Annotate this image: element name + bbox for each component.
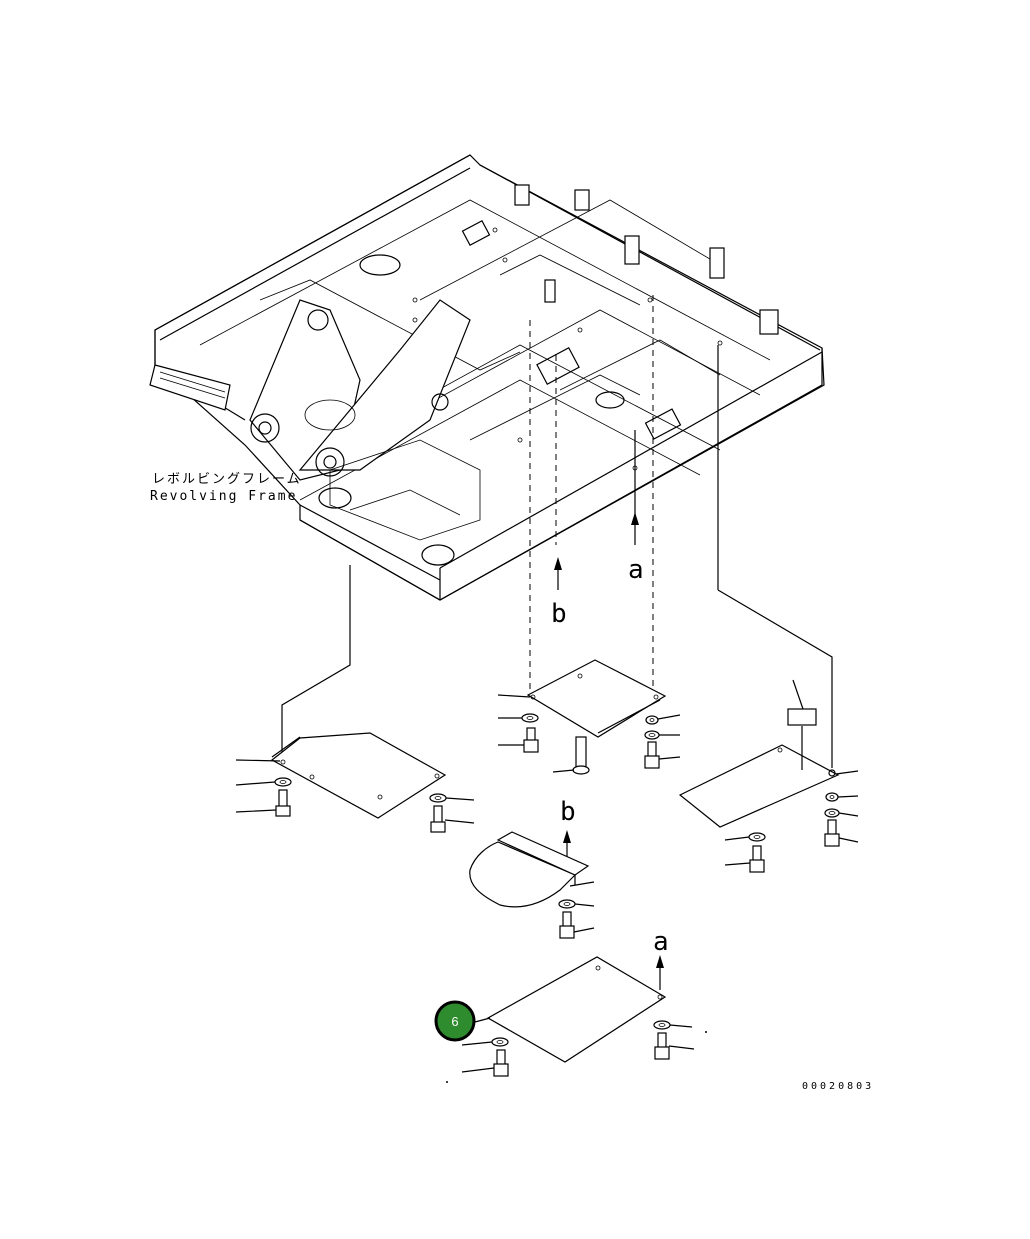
washer-icon	[461, 1037, 509, 1047]
callout-badge-6[interactable]: 6	[434, 1000, 476, 1042]
arrow-label-b-upper: b	[551, 599, 567, 629]
washer-icon	[724, 832, 766, 842]
bolt-icon	[644, 741, 681, 769]
frame-label: レボルビングフレーム Revolving Frame	[150, 472, 302, 504]
washer-icon	[498, 713, 539, 723]
bolt-icon	[498, 727, 539, 753]
revolving-frame	[149, 154, 825, 601]
bolt-icon	[430, 805, 475, 833]
arrow-label-a-lower: a	[653, 927, 669, 957]
frame-label-jp: レボルビングフレーム	[152, 472, 302, 487]
cover-plate-center-lower	[469, 831, 595, 908]
leader-lines	[281, 295, 833, 768]
washer-icon	[825, 792, 859, 802]
bolt-icon	[235, 789, 291, 817]
frame-label-en: Revolving Frame	[150, 489, 297, 504]
arrow-label-b-lower: b	[560, 797, 576, 827]
arrow-markers: a b b a	[551, 512, 669, 990]
cover-plate-bottom	[474, 956, 667, 1063]
drawing-code: 00020803	[802, 1081, 874, 1092]
hardware	[235, 713, 859, 1083]
bolt-icon	[446, 1049, 509, 1083]
cover-plate-left	[235, 732, 447, 819]
bolt-icon	[559, 911, 595, 939]
washer-icon	[644, 730, 680, 740]
washer-icon	[824, 808, 859, 818]
callout-number: 6	[451, 1014, 458, 1029]
washer-icon	[429, 793, 475, 803]
bolt-icon	[724, 845, 765, 873]
cover-plate-center-upper	[497, 659, 667, 775]
washer-icon	[558, 899, 595, 909]
bolt-icon	[824, 819, 859, 847]
washer-icon	[653, 1020, 707, 1033]
washer-icon	[235, 777, 292, 787]
bolt-icon	[654, 1032, 695, 1060]
washer-icon	[645, 714, 681, 725]
arrow-label-a-upper: a	[628, 555, 644, 585]
cover-plate-right	[678, 679, 859, 828]
